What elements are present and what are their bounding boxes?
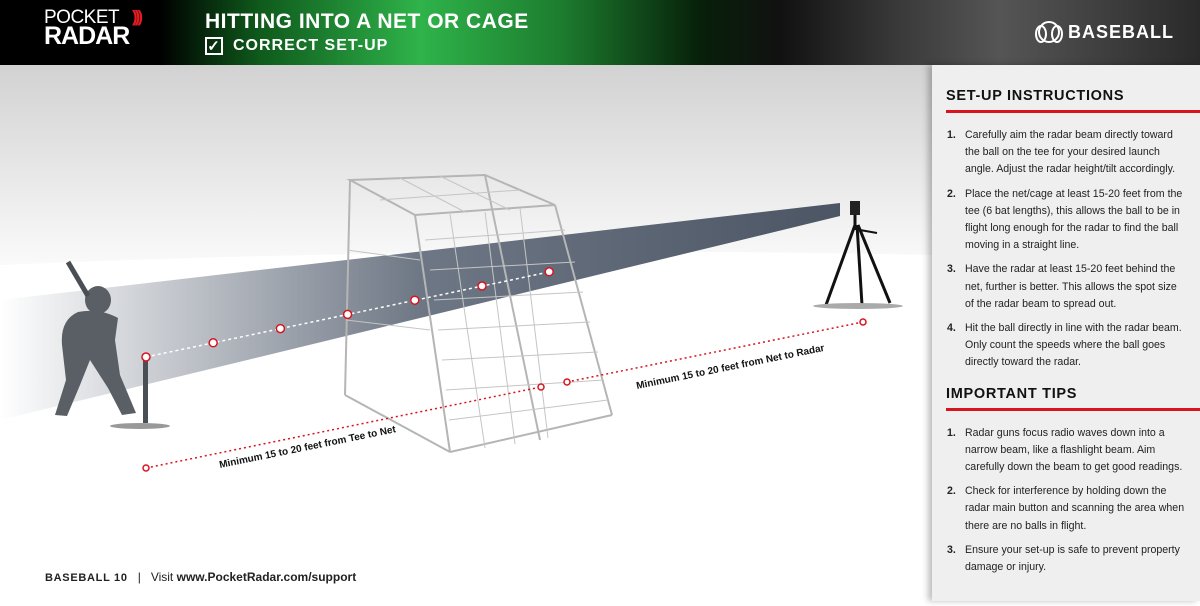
- list-item: 3. Have the radar at least 15-20 feet beh…: [946, 261, 1186, 313]
- setup-heading: SET-UP INSTRUCTIONS: [946, 88, 1200, 113]
- item-text: Ensure your set-up is safe to prevent pr…: [965, 543, 1180, 574]
- list-item: 3. Ensure your set-up is safe to prevent …: [946, 542, 1186, 576]
- item-number: 2.: [947, 485, 956, 498]
- separator: |: [137, 570, 141, 584]
- setup-list: 1. Carefully aim the radar beam directly …: [946, 127, 1186, 372]
- page-title: HITTING INTO A NET OR CAGE: [205, 10, 529, 33]
- subtitle-text: CORRECT SET-UP: [233, 37, 389, 54]
- list-item: 2. Place the net/cage at least 15-20 feet…: [946, 186, 1186, 255]
- footer: BASEBALL 10 | Visit www.PocketRadar.com/su…: [45, 570, 356, 584]
- item-number: 2.: [947, 187, 956, 200]
- item-text: Check for interference by holding down t…: [965, 485, 1185, 532]
- baseball-icon: [1035, 21, 1063, 43]
- tee-to-net-distance-line: [145, 386, 542, 469]
- tips-list: 1. Radar guns focus radio waves down into…: [946, 425, 1186, 577]
- ball-position-marker: [544, 267, 554, 277]
- page-subtitle: ✓ CORRECT SET-UP: [205, 37, 388, 55]
- item-text: Radar guns focus radio waves down into a…: [965, 426, 1183, 474]
- net-cage: [344, 173, 613, 453]
- item-text: Place the net/cage at least 15-20 feet f…: [965, 187, 1183, 252]
- support-link[interactable]: www.PocketRadar.com/support: [176, 570, 357, 584]
- item-number: 1.: [947, 129, 956, 141]
- sport-label: BASEBALL: [1068, 21, 1174, 42]
- item-number: 3.: [947, 263, 956, 276]
- list-item: 2. Check for interference by holding down…: [946, 483, 1186, 535]
- item-text: Have the radar at least 15-20 feet behin…: [965, 263, 1177, 310]
- tips-heading: IMPORTANT TIPS: [946, 386, 1200, 411]
- checkbox-icon: ✓: [205, 37, 223, 55]
- logo-top: POCKET: [44, 7, 120, 28]
- list-item: 4. Hit the ball directly in line with the…: [946, 320, 1186, 372]
- net-to-radar-distance-line: [566, 321, 864, 383]
- radar-waves-icon: ))): [132, 7, 143, 26]
- ball-position-marker: [342, 309, 353, 320]
- radar-tripod: [813, 201, 903, 309]
- list-item: 1. Radar guns focus radio waves down into…: [946, 425, 1186, 477]
- list-item: 1. Carefully aim the radar beam directly …: [946, 127, 1186, 179]
- item-number: 3.: [947, 543, 956, 556]
- batter-silhouette: [55, 260, 170, 429]
- ball-position-marker: [141, 352, 151, 362]
- sport-badge: BASEBALL: [1035, 21, 1174, 43]
- item-number: 4.: [947, 322, 956, 335]
- item-text: Hit the ball directly in line with the r…: [965, 322, 1182, 369]
- page-code: BASEBALL 10: [45, 572, 128, 584]
- pocket-radar-logo: POCKET RADAR ))): [44, 7, 143, 50]
- ball-position-marker: [410, 295, 420, 305]
- visit-text: Visit: [150, 570, 177, 584]
- setup-diagram: Minimum 15 to 20 feet from Tee to Net Mi…: [0, 65, 932, 601]
- ball-position-marker: [208, 338, 218, 348]
- logo-bottom: RADAR: [44, 22, 130, 50]
- instructions-panel: SET-UP INSTRUCTIONS 1. Carefully aim the …: [932, 65, 1200, 601]
- header: POCKET RADAR ))) HITTING INTO A NET OR C…: [0, 0, 1200, 65]
- item-number: 1.: [947, 426, 956, 439]
- item-text: Carefully aim the radar beam directly to…: [965, 129, 1176, 176]
- ball-position-marker: [275, 323, 286, 334]
- ball-position-marker: [477, 281, 487, 291]
- radar-beam: [0, 203, 840, 420]
